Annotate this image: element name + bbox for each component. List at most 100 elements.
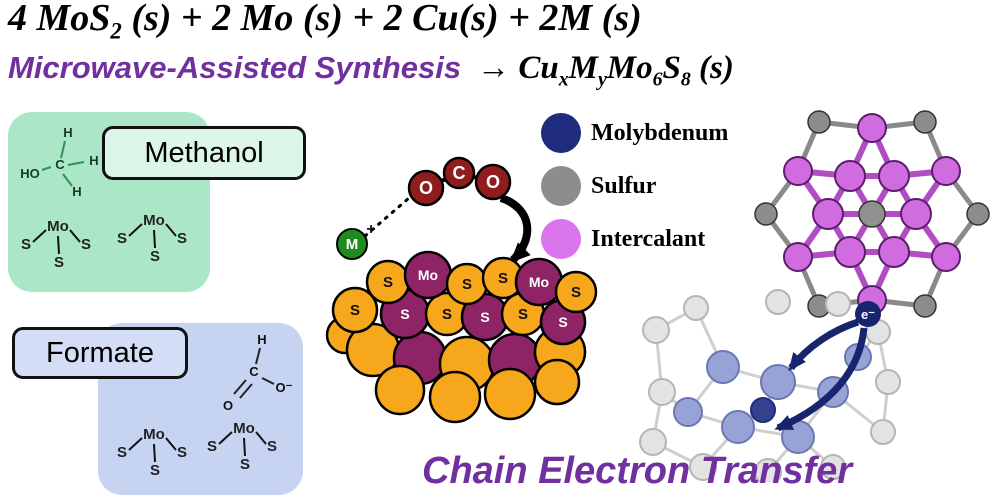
- ho-group: HO: [20, 166, 40, 181]
- methanol-molecule: H HO C H H: [20, 125, 98, 199]
- molybdenum-label: Molybdenum: [591, 119, 729, 146]
- s-label: S: [558, 314, 567, 330]
- mos2-structure: S Mo S S: [117, 426, 187, 476]
- formate-label: Formate: [46, 336, 154, 369]
- o-atom: O: [223, 398, 233, 413]
- s-label: S: [480, 309, 489, 325]
- c-atom-label: C: [453, 163, 466, 183]
- intercalant-spheres: [783, 113, 961, 315]
- o-atom-sphere: [407, 169, 445, 207]
- mos2-bonds: [32, 229, 81, 255]
- product-sub-6: 6: [652, 68, 663, 91]
- reactants-subscript: 2: [110, 18, 122, 44]
- electron-label: e⁻: [861, 307, 875, 322]
- s-atom: S: [207, 438, 217, 455]
- m-cation-sphere: [336, 228, 368, 260]
- mo-atom: Mo: [233, 420, 255, 437]
- s-label: S: [571, 284, 581, 301]
- synthesis-line: Microwave-Assisted Synthesis → CuxMyMo6S…: [8, 50, 734, 92]
- mos2-structure: S Mo S S: [117, 212, 187, 262]
- h-atom: H: [72, 184, 81, 199]
- product-cu: Cu: [518, 50, 559, 86]
- co2-molecule: O C O: [407, 156, 512, 207]
- product-formula: → CuxMyMo6S8 (s): [477, 50, 734, 92]
- product-sub-y: y: [597, 68, 607, 91]
- s-label: S: [518, 306, 528, 323]
- s-atom: S: [21, 236, 31, 253]
- caption-chain-electron-transfer: Chain Electron Transfer: [422, 450, 853, 492]
- h-atom: H: [89, 153, 98, 168]
- ion-dipole-dotted-bond: [363, 196, 411, 238]
- legend-row-intercalant: Intercalant: [541, 219, 728, 259]
- o-minus-atom: O⁻: [276, 380, 293, 395]
- s-atom: S: [81, 236, 91, 253]
- c-atom: C: [55, 157, 65, 172]
- s-label: S: [400, 306, 409, 322]
- reaction-arrow: →: [477, 50, 511, 86]
- o-atom-label: O: [486, 172, 500, 192]
- o-atom-label: O: [419, 178, 433, 198]
- intercalant-label: Intercalant: [591, 225, 706, 252]
- cluster-front-row: [374, 358, 581, 424]
- s-label: S: [462, 276, 472, 293]
- legend-row-molybdenum: Molybdenum: [541, 113, 728, 153]
- mo-label: Mo: [418, 267, 438, 283]
- o-atom-sphere: [474, 163, 512, 201]
- faded-moly-spheres: [673, 343, 872, 454]
- electron-transfer-lattice: e⁻: [639, 289, 901, 482]
- s-atom: S: [240, 456, 250, 470]
- h-atom: H: [63, 125, 72, 140]
- mos2-bonds: [128, 223, 177, 249]
- molybdenum-swatch: [541, 113, 581, 153]
- chevrel-structure: [754, 110, 990, 318]
- methanol-label: Methanol: [144, 136, 264, 169]
- formate-molecule: H C O O⁻: [223, 332, 293, 413]
- cluster-top-row: [365, 250, 598, 314]
- mos2-bonds: [218, 431, 267, 457]
- reaction-equation: 4 MoS2 (s) + 2 Mo (s) + 2 Cu(s) + 2M (s): [8, 0, 642, 45]
- product-sub-x: x: [558, 68, 569, 91]
- s-atom: S: [177, 230, 187, 247]
- corner-sulfur-spheres: [754, 110, 990, 318]
- s-atom: S: [117, 230, 127, 247]
- plus-charge: +: [366, 221, 375, 238]
- electron-badge: [855, 301, 881, 327]
- formate-label-box: Formate: [12, 327, 188, 379]
- c-atom-sphere: [442, 156, 476, 190]
- methanol-bonds: [41, 140, 85, 187]
- s-label: S: [498, 270, 508, 287]
- s-atom: S: [54, 254, 64, 268]
- s-atom: S: [150, 462, 160, 476]
- mos2-structure: S Mo S S: [207, 420, 277, 470]
- mos2-structure: S Mo S S: [21, 218, 91, 268]
- s-label: S: [383, 274, 393, 291]
- s-atom: S: [267, 438, 277, 455]
- product-sub-8: 8: [680, 68, 691, 91]
- dark-moly-sphere: [750, 397, 776, 423]
- sulfur-swatch: [541, 166, 581, 206]
- methanol-label-box: Methanol: [102, 126, 306, 180]
- h-atom: H: [257, 332, 266, 347]
- sulfur-sphere: [554, 270, 598, 314]
- cluster-labels: S S S S S S S Mo S S Mo S: [350, 267, 581, 330]
- s-atom: S: [177, 444, 187, 461]
- mo-atom: Mo: [47, 218, 69, 235]
- mos-nanocluster: [325, 250, 598, 424]
- s-label: S: [350, 302, 360, 319]
- sulfur-label: Sulfur: [591, 172, 657, 199]
- electron-transfer-arrows: e⁻: [774, 301, 881, 432]
- c-atom: C: [249, 364, 259, 379]
- intercalant-swatch: [541, 219, 581, 259]
- center-sulfur-sphere: [858, 200, 886, 228]
- legend: Molybdenum Sulfur Intercalant: [541, 113, 728, 259]
- mo-label: Mo: [529, 274, 549, 290]
- s-label: S: [442, 306, 452, 323]
- electron-arrow: [774, 327, 868, 432]
- mo-atom: Mo: [143, 426, 165, 443]
- co2-reduction-scene: O C O M +: [325, 156, 598, 424]
- reactants-text-rest: (s) + 2 Mo (s) + 2 Cu(s) + 2M (s): [121, 0, 642, 39]
- product-state: (s): [690, 50, 734, 86]
- m-cation-label: M: [346, 236, 359, 253]
- s-atom: S: [117, 444, 127, 461]
